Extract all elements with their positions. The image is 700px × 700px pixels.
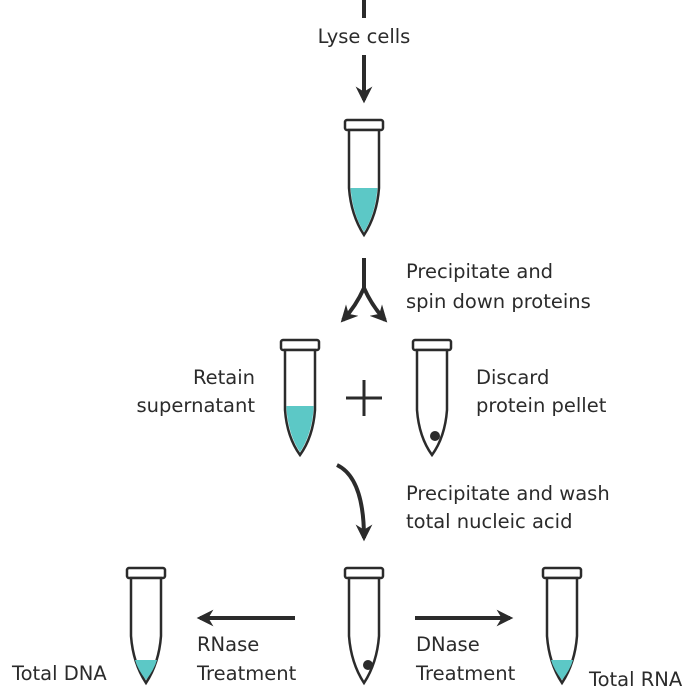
precipitate-proteins-label-1: Precipitate and bbox=[406, 260, 553, 283]
precipitate-proteins-label-2: spin down proteins bbox=[406, 290, 591, 313]
total-rna-label: Total RNA bbox=[588, 668, 683, 691]
tube-protein-pellet bbox=[411, 338, 453, 458]
total-dna-label: Total DNA bbox=[11, 662, 107, 685]
rnase-label-2: Treatment bbox=[196, 662, 297, 685]
tube-supernatant bbox=[279, 338, 321, 458]
rnase-label-1: RNase bbox=[197, 633, 259, 656]
discard-label-1: Discard bbox=[476, 366, 549, 389]
plus-sign bbox=[346, 380, 382, 416]
total-dna-liquid bbox=[135, 660, 157, 680]
dnase-label-2: Treatment bbox=[415, 662, 516, 685]
split-arrow bbox=[340, 258, 388, 323]
precipitate-nucleic-label-1: Precipitate and wash bbox=[406, 482, 610, 505]
tube-lysate bbox=[343, 118, 385, 238]
protein-pellet-dot bbox=[430, 431, 440, 441]
precipitate-nucleic-label-2: total nucleic acid bbox=[406, 510, 572, 533]
total-rna-liquid bbox=[551, 660, 573, 680]
lysate-liquid bbox=[350, 188, 378, 232]
supernatant-liquid bbox=[286, 406, 314, 452]
curved-arrow bbox=[336, 463, 373, 542]
nucleic-acid-pellet-dot bbox=[363, 660, 373, 670]
tube-nucleic-acid bbox=[343, 566, 385, 686]
dnase-label-1: DNase bbox=[416, 633, 480, 656]
retain-label-2: supernatant bbox=[137, 394, 256, 417]
tube-total-dna bbox=[125, 566, 167, 686]
discard-label-2: protein pellet bbox=[476, 394, 607, 417]
retain-label-1: Retain bbox=[193, 366, 255, 389]
tube-total-rna bbox=[541, 566, 583, 686]
lyse-cells-label: Lyse cells bbox=[318, 25, 411, 48]
